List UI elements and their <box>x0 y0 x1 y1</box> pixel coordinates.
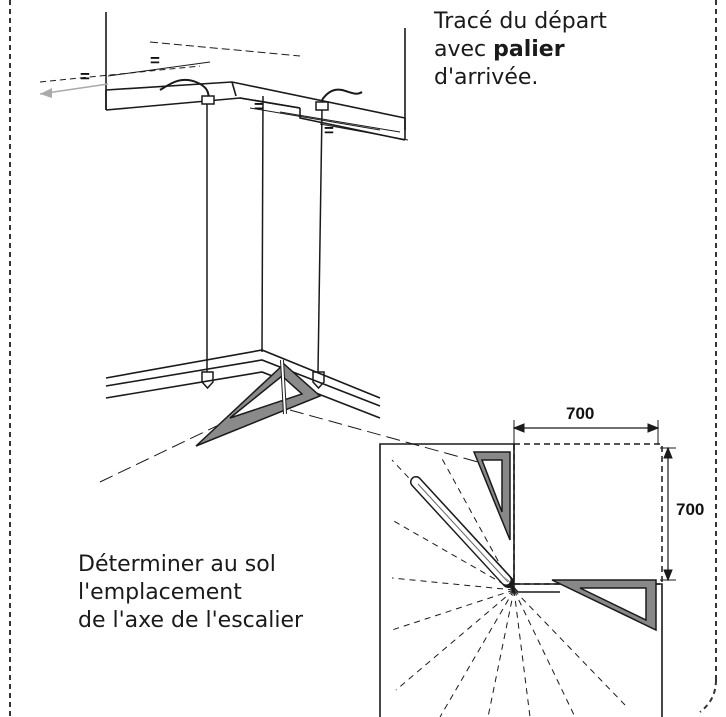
caption-line-1: Déterminer au sol <box>78 552 276 577</box>
dimension-horizontal: 700 <box>566 404 595 423</box>
plan-set-square-lower <box>551 579 657 632</box>
top-dimension-lines <box>39 41 409 141</box>
title-line-3: d'arrivée. <box>434 65 539 90</box>
dimension-vertical: 700 <box>676 500 705 519</box>
title-line-2-prefix: avec <box>434 37 494 62</box>
diagram-caption: Déterminer au sol l'emplacement de l'axe… <box>78 551 303 635</box>
plumb-wires <box>159 78 363 390</box>
title-line-2-bold: palier <box>493 37 565 62</box>
floor-edges <box>99 349 479 483</box>
equal-mark: = <box>254 97 264 116</box>
direction-arrow <box>39 83 109 98</box>
title-line-1: Tracé du départ <box>434 9 607 34</box>
dashed-frame <box>9 0 717 717</box>
caption-line-3: de l'axe de l'escalier <box>78 608 304 633</box>
pencil-icon <box>410 476 518 592</box>
plan-view <box>379 420 676 717</box>
plan-set-square-upper <box>472 451 511 541</box>
equal-mark: = <box>324 121 334 140</box>
diagram-title: Tracé du départ avec palier d'arrivée. <box>434 8 607 92</box>
floor-set-square <box>195 359 322 447</box>
stair-opening-3d <box>105 12 406 141</box>
title-line-2: avec palier <box>434 36 607 64</box>
equal-mark: = <box>80 67 90 86</box>
equal-mark: = <box>150 51 160 70</box>
caption-line-2: l'emplacement <box>78 580 242 605</box>
